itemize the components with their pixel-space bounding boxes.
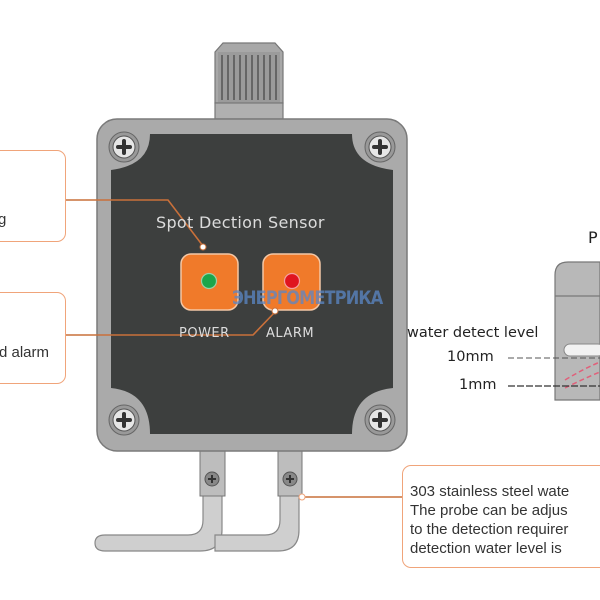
callout-probe-line-3: to the detection requirer xyxy=(410,521,569,538)
power-led xyxy=(200,272,218,290)
callout-power-indicator xyxy=(0,150,66,242)
alarm-label: ALARM xyxy=(266,326,315,341)
probe-detail-graphic xyxy=(508,261,600,401)
callout-alarm-text: d alarm xyxy=(0,344,50,361)
probe-detail-title: P xyxy=(588,228,598,247)
power-label: POWER xyxy=(179,326,230,341)
probe-rods xyxy=(94,447,303,552)
front-panel xyxy=(111,134,393,434)
callout-probe-line-2: The probe can be adjus xyxy=(410,502,568,519)
callout-probe-description xyxy=(402,465,600,568)
water-detect-level-label: water detect level xyxy=(407,325,539,341)
alarm-led xyxy=(283,272,301,290)
callout-alarm-indicator xyxy=(0,292,66,384)
callout-probe-line-4: detection water level is xyxy=(410,540,562,557)
leader-lines xyxy=(66,199,402,498)
watermark: ЭНЕРГОМЕТРИКА xyxy=(232,287,383,309)
device-title: Spot Dection Sensor xyxy=(156,213,325,232)
level-1mm-label: 1mm xyxy=(459,377,497,393)
corner-screws xyxy=(108,131,396,436)
level-10mm-label: 10mm xyxy=(447,349,494,365)
callout-power-text: g xyxy=(0,211,7,228)
cable-gland xyxy=(214,42,284,120)
callout-probe-line-1: 303 stainless steel wate xyxy=(410,483,570,500)
